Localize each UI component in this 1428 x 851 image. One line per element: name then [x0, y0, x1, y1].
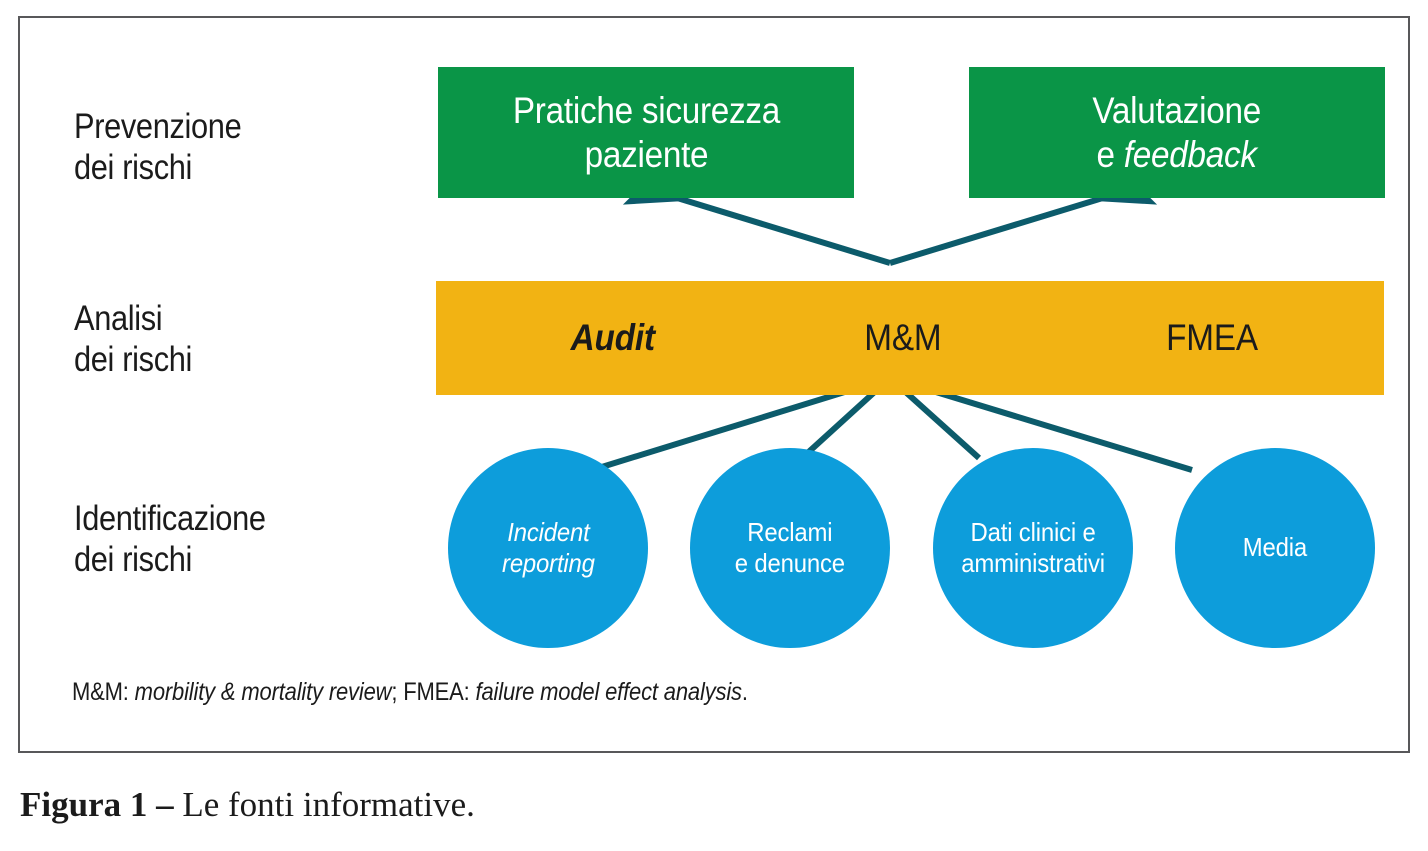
identification-circle-dati-label: Dati clinici e amministrativi [961, 516, 1105, 578]
analysis-item-mm-label: M&M [864, 317, 942, 358]
footnote-italic-mm: morbility & mortality review [134, 678, 392, 706]
identification-circle-incident-label: Incident reporting [501, 516, 595, 578]
valutazione-line2-plain: e [1096, 133, 1125, 175]
figure-frame: Prevenzione dei rischi Analisi dei risch… [18, 16, 1410, 753]
identification-circle-dati-clinici[interactable]: Dati clinici e amministrativi [933, 448, 1133, 648]
figure-caption-label: Figura 1 – [20, 785, 174, 824]
row-label-identification: Identificazione dei rischi [74, 499, 266, 580]
identification-circle-reclami-label: Reclami e denunce [734, 516, 846, 578]
footnote-italic-fmea: failure model effect analysis [475, 678, 743, 706]
analysis-item-audit-label: Audit [570, 317, 655, 358]
figure-caption-text: Le fonti informative. [173, 785, 475, 824]
analysis-bar: Audit M&M FMEA [436, 281, 1384, 395]
valutazione-line2-italic: feedback [1124, 133, 1258, 175]
analysis-item-mm[interactable]: M&M [860, 317, 946, 359]
row-label-analysis: Analisi dei rischi [74, 299, 193, 380]
row-label-prevention: Prevenzione dei rischi [74, 107, 242, 188]
footnote-suffix: . [741, 678, 748, 706]
figure-footnote: M&M: morbility & mortality review; FMEA:… [72, 678, 840, 707]
identification-circle-media[interactable]: Media [1175, 448, 1375, 648]
analysis-item-fmea[interactable]: FMEA [1161, 317, 1263, 359]
prevention-box-pratiche-label: Pratiche sicurezza paziente [512, 90, 780, 175]
identification-circle-media-label: Media [1242, 532, 1308, 563]
analysis-item-audit[interactable]: Audit [566, 317, 660, 359]
analysis-item-fmea-label: FMEA [1166, 317, 1258, 358]
prevention-box-pratiche-sicurezza-paziente[interactable]: Pratiche sicurezza paziente [438, 67, 854, 198]
identification-circle-reclami-denunce[interactable]: Reclami e denunce [690, 448, 890, 648]
identification-circle-incident-reporting[interactable]: Incident reporting [448, 448, 648, 648]
figure-caption: Figura 1 – Le fonti informative. [20, 785, 475, 825]
valutazione-line1: Valutazione [1092, 90, 1262, 132]
footnote-middle: ; FMEA: [391, 678, 476, 706]
footnote-prefix: M&M: [72, 678, 135, 706]
